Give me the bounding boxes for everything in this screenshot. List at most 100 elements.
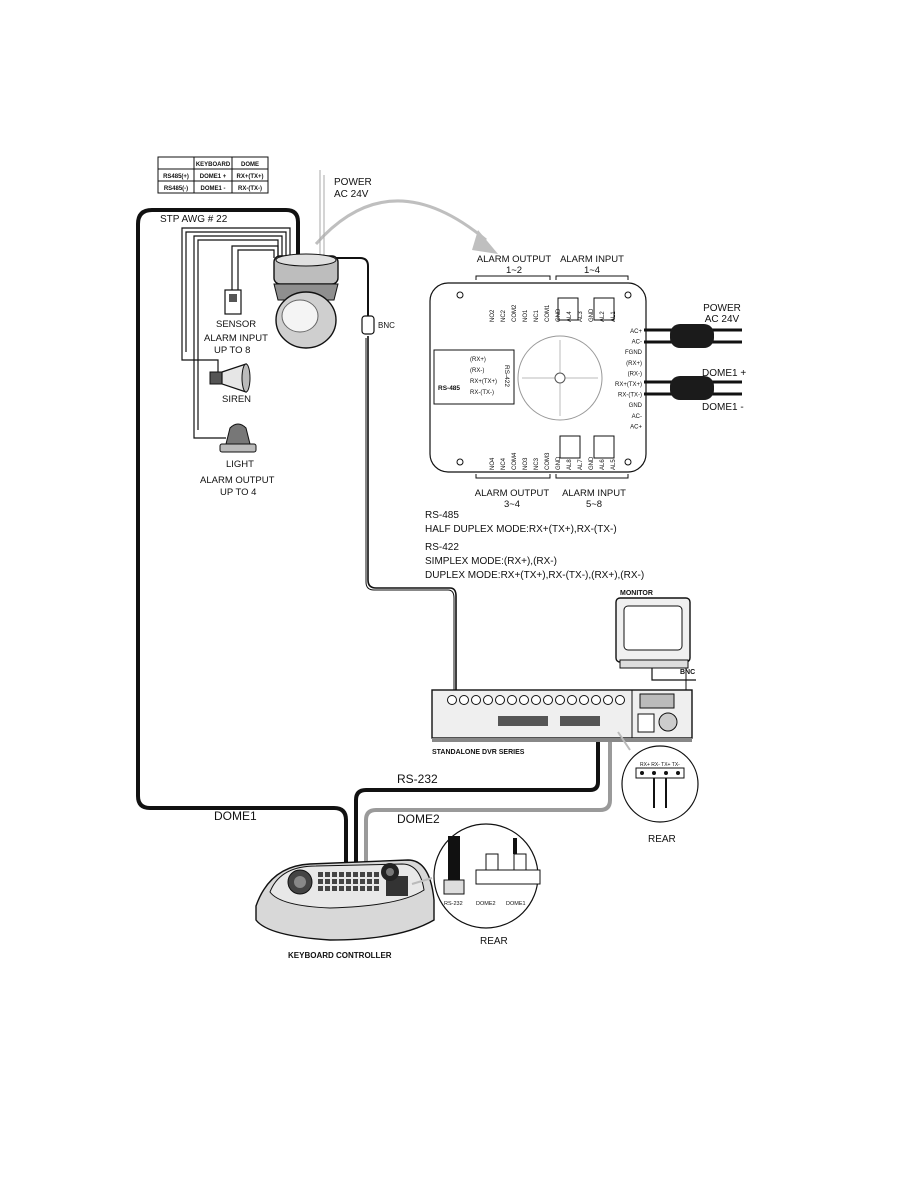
alarm-input-label-1: ALARM INPUT (204, 333, 268, 344)
terminal-label: NO3 (523, 457, 529, 470)
board-alarm-output-bottom-2: 3~4 (504, 499, 520, 510)
bnc-jack (579, 695, 589, 705)
alarm-input-label-2: UP TO 8 (214, 345, 250, 356)
terminal-label: RX+(TX+) (615, 382, 642, 388)
rs485-terminal-label: RX+(TX+) (470, 379, 497, 385)
terminal-label: GND (556, 308, 562, 322)
rs232-line-label: RS-232 (397, 772, 438, 786)
terminal-label: COM1 (545, 304, 551, 322)
terminal-label: GND (556, 456, 562, 470)
terminal-label: FGND (625, 350, 643, 356)
note-rs485-title: RS-485 (425, 510, 459, 521)
keyboard-key (360, 879, 365, 884)
sensor-label: SENSOR (216, 319, 256, 330)
dome1-plus-label: DOME1 + (702, 368, 746, 379)
dome1-cable (136, 208, 348, 872)
keyboard-key (346, 872, 351, 877)
rs485-box-label: RS-485 (438, 385, 460, 392)
terminal-label: NO4 (490, 457, 496, 470)
alarm-wires (181, 227, 291, 439)
terminal-label: AC+ (630, 329, 642, 335)
board-alarm-output-bottom-1: ALARM OUTPUT (475, 488, 550, 499)
keyboard-key (360, 872, 365, 877)
keyboard-key (346, 886, 351, 891)
rs232-cable (354, 730, 600, 872)
terminal-label: COM3 (545, 452, 551, 470)
dvr-rear-header: RX+ RX- TX+ TX- (640, 762, 680, 768)
terminal-label: (RX+) (626, 361, 642, 367)
dome-camera (273, 253, 339, 349)
board-alarm-output-top-2: 1~2 (506, 265, 522, 276)
terminal-label: AL8 (567, 459, 573, 470)
board-alarm-input-top-1: ALARM INPUT (560, 254, 624, 265)
kbd-rear-port-rs232: RS-232 (444, 901, 463, 907)
power-top-label-2: AC 24V (334, 189, 369, 200)
keyboard-key (374, 872, 379, 877)
keyboard-key (318, 886, 323, 891)
dome2-cable (364, 728, 612, 872)
terminal-label: AL2 (600, 311, 606, 322)
monitor-label: MONITOR (620, 590, 653, 597)
keyboard-rear-label: REAR (480, 936, 508, 947)
note-rs422-simplex: SIMPLEX MODE:(RX+),(RX-) (425, 556, 557, 567)
terminal-label: AL5 (611, 459, 617, 470)
power-arrow (314, 199, 487, 245)
terminal-label: GND (589, 308, 595, 322)
terminal-label: AL4 (567, 311, 573, 322)
keyboard-key (332, 879, 337, 884)
bnc-camera-label: BNC (378, 321, 395, 330)
terminal-label: GND (629, 403, 643, 409)
bnc-connector (361, 315, 375, 335)
terminal-label: NC1 (534, 309, 540, 322)
board-alarm-output-top-1: ALARM OUTPUT (477, 254, 552, 265)
keyboard-key (339, 872, 344, 877)
dvr-ports (498, 693, 678, 733)
kbd-rear-port-dome1: DOME1 (506, 901, 526, 907)
note-rs422-duplex: DUPLEX MODE:RX+(TX+),RX-(TX-),(RX+),(RX-… (425, 570, 644, 581)
keyboard-key (332, 886, 337, 891)
dome2-line-label: DOME2 (397, 812, 440, 826)
keyboard-key (374, 886, 379, 891)
dome1-line-label: DOME1 (214, 809, 257, 823)
dvr-label: STANDALONE DVR SERIES (432, 749, 525, 756)
power-right-label-1: POWER (703, 303, 741, 314)
sensor (224, 289, 242, 315)
bnc-jack (483, 695, 493, 705)
terminal-label: GND (589, 456, 595, 470)
table-cell: DOME1 + (200, 174, 227, 180)
keyboard-keys (318, 872, 379, 891)
bnc-jack (495, 695, 505, 705)
keyboard-rear-zoom (433, 823, 541, 929)
keyboard-key (374, 879, 379, 884)
bnc-cable (332, 257, 369, 320)
siren (209, 363, 251, 393)
bnc-jack (459, 695, 469, 705)
keyboard-key (353, 879, 358, 884)
keyboard-controller (255, 859, 435, 941)
note-rs485-half: HALF DUPLEX MODE:RX+(TX+),RX-(TX-) (425, 524, 617, 535)
terminal-label: NC3 (534, 457, 540, 470)
terminal-board (429, 275, 647, 479)
keyboard-key (353, 872, 358, 877)
keyboard-key (353, 886, 358, 891)
terminal-label: NC4 (501, 457, 507, 470)
bnc-jack (555, 695, 565, 705)
dvr-rear-label: REAR (648, 834, 676, 845)
light (219, 423, 257, 453)
board-alarm-input-bottom-2: 5~8 (586, 499, 602, 510)
rs485-box-labels: (RX+)(RX-)RX+(TX+)RX-(TX-) (470, 357, 497, 396)
keyboard-key (318, 879, 323, 884)
rs422-box-label: RS-422 (503, 365, 510, 387)
terminal-label: AL6 (600, 459, 606, 470)
stp-label: STP AWG # 22 (160, 214, 228, 225)
keyboard-key (325, 872, 330, 877)
keyboard-key (360, 886, 365, 891)
bnc-jack (591, 695, 601, 705)
bnc-jack (543, 695, 553, 705)
table-cell: RS485(+) (163, 174, 189, 180)
keyboard-key (339, 886, 344, 891)
monitor (615, 597, 696, 690)
terminal-label: AC- (632, 340, 642, 346)
wiring-table: KEYBOARD DOME RS485(+) DOME1 + RX+(TX+) … (157, 156, 269, 194)
